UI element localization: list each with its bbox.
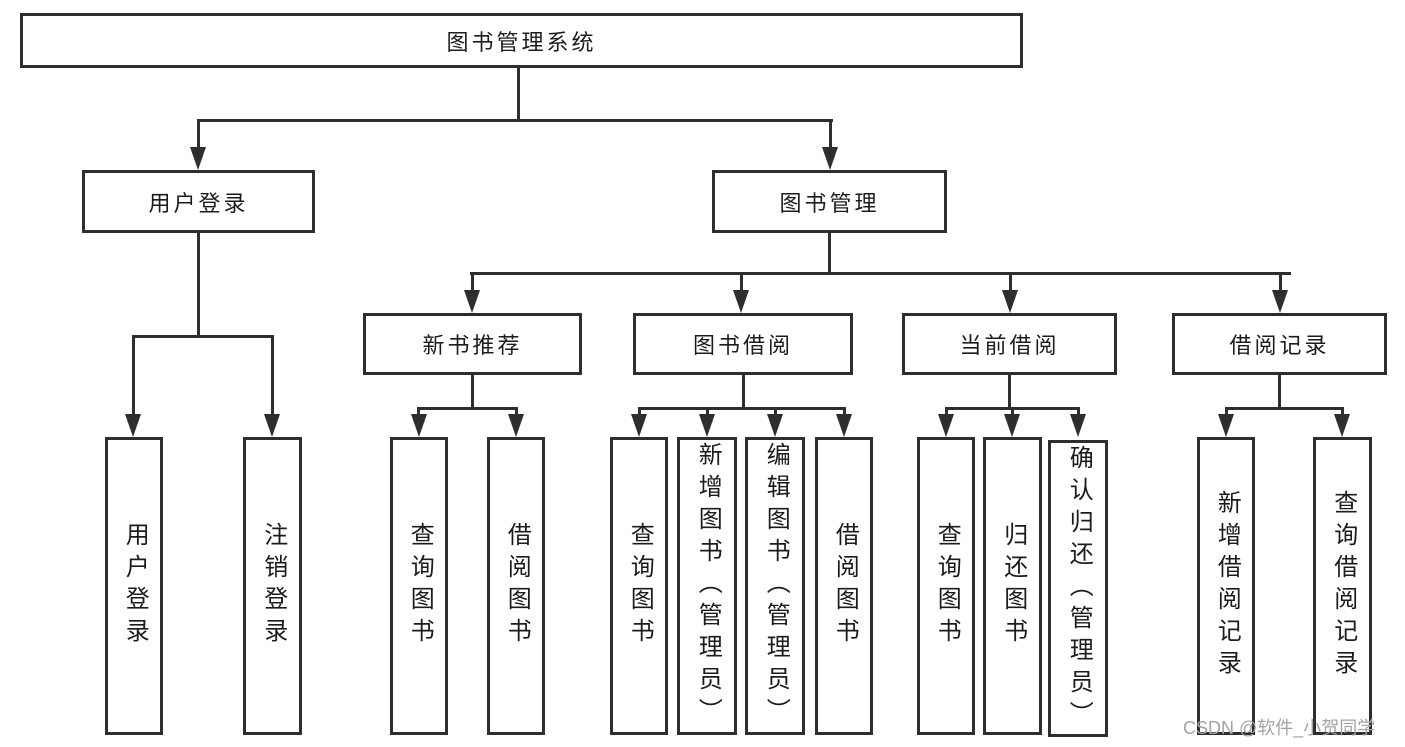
connector-line xyxy=(1008,375,1011,410)
arrowhead-icon xyxy=(1272,290,1288,313)
leaf-cb-query-books: 查询图书 xyxy=(917,437,975,735)
leaf-logout: 注销登录 xyxy=(243,437,302,735)
leaf-user-login-label: 用户登录 xyxy=(121,522,149,650)
leaf-cb-confirm-return-admin: 确认归还（管理员） xyxy=(1048,440,1108,737)
node-user-login: 用户登录 xyxy=(82,170,315,233)
arrowhead-icon xyxy=(264,414,280,437)
arrowhead-icon xyxy=(836,414,852,437)
connector-line xyxy=(471,272,474,292)
arrowhead-icon xyxy=(1070,414,1086,437)
arrowhead-icon xyxy=(1334,414,1350,437)
leaf-br-query-record: 查询借阅记录 xyxy=(1313,437,1372,735)
connector-line xyxy=(197,119,200,149)
leaf-rec-borrow-books: 借阅图书 xyxy=(487,437,545,735)
node-borrowing-records-label: 借阅记录 xyxy=(1229,333,1330,358)
node-borrowing-records: 借阅记录 xyxy=(1172,313,1387,375)
leaf-cb-confirm-return-admin-label: 确认归还（管理员） xyxy=(1065,444,1093,733)
connector-line xyxy=(1225,407,1228,417)
node-root: 图书管理系统 xyxy=(20,13,1023,68)
leaf-bb-borrow-books-label: 借阅图书 xyxy=(831,522,859,650)
leaf-br-add-record: 新增借阅记录 xyxy=(1197,437,1255,735)
node-book-borrowing-label: 图书借阅 xyxy=(692,333,793,358)
arrowhead-icon xyxy=(822,147,838,170)
connector-line xyxy=(417,407,420,417)
connector-line xyxy=(1011,407,1014,417)
leaf-bb-borrow-books: 借阅图书 xyxy=(815,437,873,735)
connector-line xyxy=(470,272,1291,275)
arrowhead-icon xyxy=(631,414,647,437)
connector-line xyxy=(1009,272,1012,292)
leaf-rec-query-books: 查询图书 xyxy=(390,437,448,735)
leaf-bb-add-books-admin-label: 新增图书（管理员） xyxy=(694,442,722,730)
arrowhead-icon xyxy=(464,290,480,313)
connector-line xyxy=(829,119,832,149)
leaf-cb-return-books: 归还图书 xyxy=(983,437,1042,735)
connector-line xyxy=(1077,407,1080,417)
connector-line xyxy=(132,335,135,415)
leaf-rec-query-books-label: 查询图书 xyxy=(406,522,434,650)
leaf-br-add-record-label: 新增借阅记录 xyxy=(1213,490,1241,682)
connector-line xyxy=(740,272,743,292)
arrowhead-icon xyxy=(190,147,206,170)
leaf-cb-return-books-label: 归还图书 xyxy=(999,522,1027,650)
arrowhead-icon xyxy=(411,414,427,437)
arrowhead-icon xyxy=(733,290,749,313)
arrowhead-icon xyxy=(1004,414,1020,437)
arrowhead-icon xyxy=(1002,290,1018,313)
connector-line xyxy=(517,68,520,122)
connector-line xyxy=(1341,407,1344,417)
connector-line xyxy=(843,407,846,417)
arrowhead-icon xyxy=(1218,414,1234,437)
arrowhead-icon xyxy=(508,414,524,437)
connector-line xyxy=(1225,407,1344,410)
connector-line xyxy=(828,233,831,275)
connector-line xyxy=(638,407,846,410)
connector-line xyxy=(638,407,641,417)
arrowhead-icon xyxy=(938,414,954,437)
connector-line xyxy=(774,407,777,417)
node-book-management-label: 图书管理 xyxy=(779,190,880,216)
connector-line xyxy=(742,375,745,410)
connector-line xyxy=(417,407,518,410)
connector-line xyxy=(271,335,274,415)
leaf-bb-query-books: 查询图书 xyxy=(610,437,668,735)
connector-line xyxy=(471,375,474,410)
node-user-login-label: 用户登录 xyxy=(148,190,249,216)
leaf-cb-query-books-label: 查询图书 xyxy=(933,522,961,650)
connector-line xyxy=(1278,375,1281,410)
node-book-management: 图书管理 xyxy=(712,170,947,233)
leaf-bb-query-books-label: 查询图书 xyxy=(626,522,654,650)
connector-line xyxy=(945,407,948,417)
leaf-bb-add-books-admin: 新增图书（管理员） xyxy=(677,437,737,735)
leaf-bb-edit-books-admin: 编辑图书（管理员） xyxy=(745,437,805,735)
connector-line xyxy=(515,407,518,417)
arrowhead-icon xyxy=(699,414,715,437)
node-current-borrowing-label: 当前借阅 xyxy=(959,333,1060,358)
leaf-user-login: 用户登录 xyxy=(105,437,163,735)
connector-line xyxy=(197,233,200,338)
csdn-watermark: CSDN @软件_小贺同学 xyxy=(1183,718,1376,738)
node-new-book-recommend: 新书推荐 xyxy=(363,313,582,375)
connector-line xyxy=(1279,272,1282,292)
node-book-borrowing: 图书借阅 xyxy=(633,313,853,375)
connector-line xyxy=(197,119,833,122)
leaf-bb-edit-books-admin-label: 编辑图书（管理员） xyxy=(762,442,790,730)
node-current-borrowing: 当前借阅 xyxy=(902,313,1117,375)
arrowhead-icon xyxy=(125,414,141,437)
connector-line xyxy=(706,407,709,417)
leaf-br-query-record-label: 查询借阅记录 xyxy=(1329,490,1357,682)
node-root-label: 图书管理系统 xyxy=(446,29,597,55)
connector-line xyxy=(132,335,274,338)
leaf-rec-borrow-books-label: 借阅图书 xyxy=(503,522,531,650)
node-new-book-recommend-label: 新书推荐 xyxy=(422,333,523,358)
leaf-logout-label: 注销登录 xyxy=(259,522,287,650)
arrowhead-icon xyxy=(767,414,783,437)
